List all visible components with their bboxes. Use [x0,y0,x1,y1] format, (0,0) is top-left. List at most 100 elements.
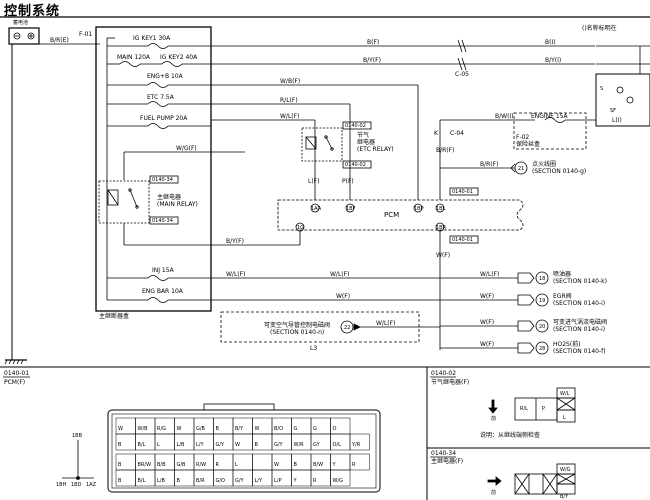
battery-label: 蓄电池 [13,19,28,26]
etc-relay-connector: 0140-02 节气继电器(F) 前 R/L P W/L L 说明：从继线端侧检… [430,370,576,439]
pin-cell-label: B/L [138,442,146,448]
svg-text:SF: SF [610,108,616,114]
wire-rl-f: R/L(F) [280,97,298,104]
wire-w-f-bar2: W(F) [480,293,494,300]
svg-text:1BF: 1BF [346,206,356,212]
pin-cell-label: W [235,442,240,448]
svg-text:0140-02: 0140-02 [345,123,366,129]
svg-text:1G: 1G [297,225,304,231]
svg-text:0140-02: 0140-02 [345,162,366,168]
pin-cell-label: O [333,426,337,432]
battery: 蓄电池 [8,19,40,45]
pin-cell-label: B/L [138,478,146,484]
svg-text:(MAIN RELAY): (MAIN RELAY) [157,201,198,208]
svg-text:(SECTION 0140-g): (SECTION 0140-g) [532,168,586,175]
fuse-engine: ENGINE 15A F-02 保险丝盒 [513,112,596,150]
svg-text:ENG+B 10A: ENG+B 10A [147,73,184,80]
pin-cell-label: GY [313,442,321,448]
pin-cell-label: B [255,442,259,448]
wire-wl-f-inj2: W/L(F) [330,271,349,278]
svg-text:MAIN 120A: MAIN 120A [117,54,151,61]
wire-w-f-bar: W(F) [336,293,350,300]
pin-cell-label: B/B [157,462,166,468]
wire-wb-f: W/B(F) [280,78,300,85]
output-18: 18 喷油器 (SECTION 0140-k) [517,270,607,285]
fuse-eng-b: ENG+B 10A [107,73,418,88]
svg-text:R/L: R/L [520,406,528,412]
pin-1bl [435,203,445,213]
svg-text:可变进气涡流电磁阀: 可变进气涡流电磁阀 [553,318,607,326]
pin-cell-label: B [118,462,122,468]
etc-relay: 节气 继电器 (ETC RELAY) 0140-02 0140-02 [301,121,394,169]
svg-text:ENG BAR 10A: ENG BAR 10A [142,288,184,295]
svg-text:(SECTION 0140-f): (SECTION 0140-f) [553,348,606,355]
svg-text:19: 19 [539,298,545,304]
wire-wg-f: W/G(F) [176,145,197,152]
svg-text:继电器: 继电器 [357,138,375,146]
svg-text:PCM(F): PCM(F) [4,379,25,386]
main-relay: 主继电器 (MAIN RELAY) 0140-34 0140-34 [98,175,198,225]
pin-cell [330,469,351,487]
wire-wl-f-l3: W/L(F) [376,320,395,327]
svg-text:EGR阀: EGR阀 [553,292,572,300]
pin-cell-label: L/P [274,478,282,484]
pin-cell [252,453,273,471]
pin-cell [349,453,370,471]
fuse-fuel-pump: FUEL PUMP 20A [107,115,211,129]
pin-cell-label: G/Y [274,442,284,448]
svg-text:说明：从继线端侧检查: 说明：从继线端侧检查 [480,431,540,439]
fuse-main: MAIN 120A IG KEY2 40A [107,54,460,67]
fuse-etc: ETC 7.5A [107,94,350,107]
svg-text:INJ 15A: INJ 15A [152,267,175,274]
svg-text:FUEL PUMP 20A: FUEL PUMP 20A [140,115,188,122]
svg-text:IG KEY1 30A: IG KEY1 30A [133,35,171,42]
ground-symbol [4,359,27,365]
svg-text:ETC 7.5A: ETC 7.5A [147,94,175,101]
pin-cell-label: Y [332,462,337,468]
svg-text:1BL: 1BL [436,206,446,212]
wire-bw-i: B/W(I) [495,113,514,120]
pin-cell-label: L/Y [196,442,204,448]
pin-cell-label: B/O [274,426,283,432]
pin-cell-label: W [177,426,182,432]
svg-text:18: 18 [539,276,545,282]
pin-cell-label: R/W [196,462,206,468]
dashed-box-l3: 可变空气导管控制电磁阀 (SECTION 0140-n) 22 W/L(F) L… [220,311,440,352]
pin-cell-label: Y [293,478,298,484]
svg-text:1BR: 1BR [436,225,447,231]
pin-cell-label: W/B [138,426,149,432]
pin-cell-label: L/Y [255,478,263,484]
svg-text:W/G: W/G [560,467,571,473]
svg-text:HO2S(前): HO2S(前) [553,340,581,348]
pcm-connector-panel: 0140-01 PCM(F) 1BB 1BH 1BD 1AZ [3,370,381,493]
svg-text:保险丝盒: 保险丝盒 [516,140,540,148]
pin-1bf [345,203,355,213]
wire-w-f-col: W(F) [436,252,450,259]
svg-text:1BH: 1BH [56,482,67,488]
pin-cell-label: R [313,478,317,484]
output-28: 28 HO2S(前) (SECTION 0140-f) [517,340,606,355]
svg-text:前: 前 [491,489,496,496]
connector-f01: F-01 [79,31,92,38]
pin-cell-label: L [157,442,160,448]
pin-cell-label: G/B [177,462,187,468]
svg-text:0140-02: 0140-02 [431,370,456,377]
right-relay-box [595,73,650,127]
wire-b-i: B(I) [545,39,556,46]
svg-text:ENGINE 15A: ENGINE 15A [531,113,569,120]
pin-cell-label: Y/R [351,442,361,448]
pin-cell-label: R/G [157,426,166,432]
svg-text:22: 22 [344,325,350,331]
svg-text:0140-34: 0140-34 [431,450,456,457]
fuse-eng-bar: ENG BAR 10A [107,288,518,303]
pin-cell-label: G/Y [216,442,226,448]
pin-cell-label: G/O [216,478,226,484]
svg-text:20: 20 [539,324,545,330]
svg-text:1BP: 1BP [414,206,424,212]
output-20: 20 可变进气涡流电磁阀 (SECTION 0140-i) [517,318,607,333]
wire-by-f: B/Y(F) [363,57,381,64]
pin-cell-label: G/Y [235,478,245,484]
svg-text:F-02: F-02 [516,134,529,141]
wire-br-f-1: B/R(F) [436,147,454,154]
